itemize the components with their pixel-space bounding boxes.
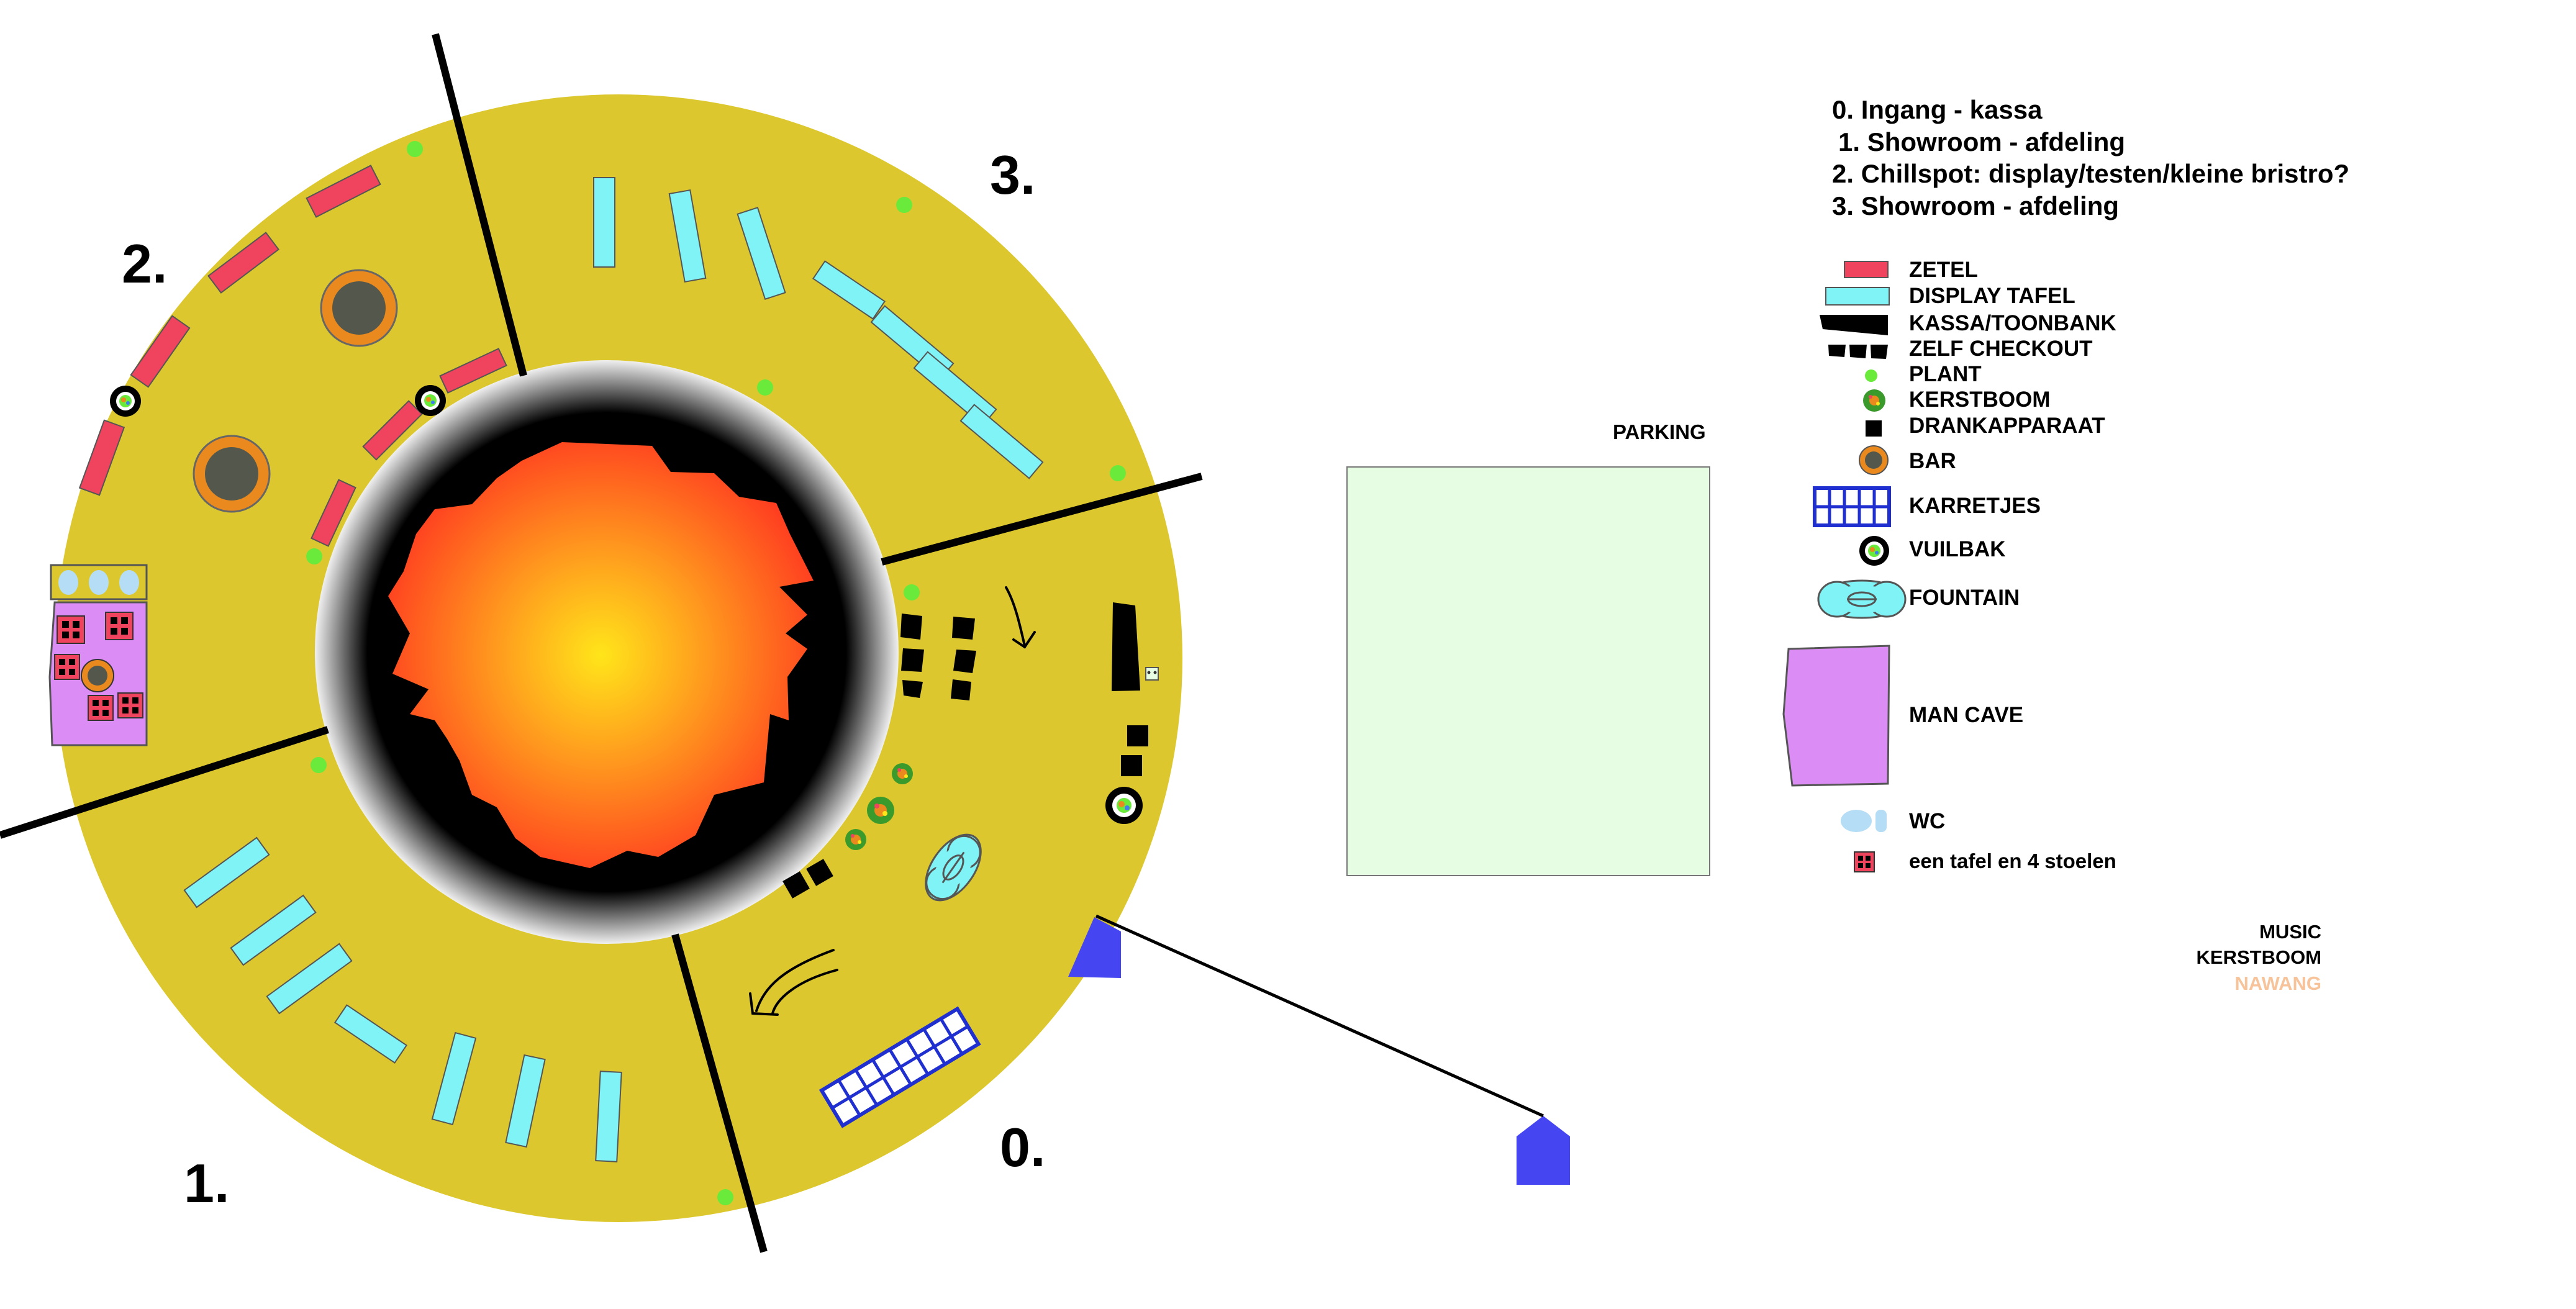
legend: ZETEL DISPLAY TAFEL KASSA/TOONBANK ZELF … xyxy=(1782,258,2116,872)
legend-label-kassa: KASSA/TOONBANK xyxy=(1909,311,2116,335)
credit-kerstboom: KERSTBOOM xyxy=(2197,946,2322,968)
plant-icons xyxy=(306,141,1126,1205)
zetel-legend-icon xyxy=(1844,261,1889,278)
section-item: 0. Ingang - kassa xyxy=(1832,95,2043,124)
credit-music: MUSIC xyxy=(2259,921,2321,943)
legend-label-bar: BAR xyxy=(1909,449,1956,473)
kerstboom-legend-icon xyxy=(1863,389,1885,412)
legend-label-zetel: ZETEL xyxy=(1909,258,1978,282)
bar-icons xyxy=(193,269,398,513)
man-cave-legend-icon xyxy=(1782,645,1890,787)
zone-0-label: 0. xyxy=(1000,1116,1045,1178)
kassa-legend-icon xyxy=(1820,315,1888,335)
vuilbak-legend-icon xyxy=(1859,536,1889,566)
legend-label-display: DISPLAY TAFEL xyxy=(1909,284,2075,308)
drank-apparaat-icon xyxy=(1145,667,1159,681)
zetels xyxy=(78,165,507,547)
credit-nawang: NAWANG xyxy=(2235,972,2322,994)
legend-label-drank: DRANKAPPARAAT xyxy=(1909,414,2105,438)
kerstboom-icons xyxy=(845,763,913,850)
legend-label-checkout: ZELF CHECKOUT xyxy=(1909,337,2093,361)
parking-area[interactable] xyxy=(1346,466,1710,876)
zone-1-label: 1. xyxy=(184,1153,229,1214)
zelf-checkout xyxy=(900,614,976,700)
table-with-chairs-icon xyxy=(57,615,85,644)
legend-label-vuilbak: VUILBAK xyxy=(1909,537,2006,561)
zone-2-label: 2. xyxy=(122,233,167,294)
man-cave-area xyxy=(48,564,148,746)
tafel-stoelen-legend-icon xyxy=(1854,851,1875,872)
walking-direction-arrows xyxy=(749,586,1036,1016)
central-fire-feature xyxy=(388,442,814,868)
zone-3-label: 3. xyxy=(990,144,1035,206)
section-item: 2. Chillspot: display/testen/kleine bris… xyxy=(1832,159,2349,188)
divider-0-1 xyxy=(671,933,768,1253)
wc-legend-icon xyxy=(1841,810,1887,832)
fountain-legend-icon xyxy=(1817,579,1907,619)
plant-legend-icon xyxy=(1865,369,1877,382)
legend-label-fountain: FOUNTAIN xyxy=(1909,586,2020,610)
legend-label-tafel: een tafel en 4 stoelen xyxy=(1909,849,2116,872)
legend-label-wc: WC xyxy=(1909,809,1945,833)
drankapparaat-legend-icon xyxy=(1866,420,1882,437)
display-tafel-legend-icon xyxy=(1825,287,1890,306)
karretjes-legend-icon xyxy=(1813,486,1891,527)
entrance-path-line xyxy=(1095,914,1544,1118)
parking-label: PARKING xyxy=(1613,420,1706,443)
display-tables xyxy=(183,177,1044,1162)
legend-label-karretjes: KARRETJES xyxy=(1909,494,2041,518)
credits: MUSIC KERSTBOOM NAWANG xyxy=(2197,921,2322,994)
section-item: 3. Showroom - afdeling xyxy=(1832,191,2119,220)
legend-label-mancave: MAN CAVE xyxy=(1909,703,2023,727)
kassa-toonbank xyxy=(1112,602,1140,691)
entrance-marker-parking[interactable] xyxy=(1517,1116,1570,1185)
divider-3-0 xyxy=(881,473,1203,566)
entrance-marker-main[interactable] xyxy=(1068,917,1121,978)
legend-label-kerstboom: KERSTBOOM xyxy=(1909,387,2051,412)
legend-label-plant: PLANT xyxy=(1909,362,1982,386)
zelf-checkout-legend-icon xyxy=(1828,345,1888,359)
fountain-icon xyxy=(925,833,982,902)
divider-2-3 xyxy=(432,33,527,377)
divider-1-2 xyxy=(0,726,329,839)
karretjes xyxy=(819,1006,981,1128)
bar-legend-icon xyxy=(1859,445,1889,475)
section-item: 1. Showroom - afdeling xyxy=(1838,127,2125,156)
drank-apparaten xyxy=(782,725,1148,899)
section-list: 0. Ingang - kassa 1. Showroom - afdeling… xyxy=(1832,95,2349,220)
vuilbak-icons xyxy=(110,385,1143,824)
